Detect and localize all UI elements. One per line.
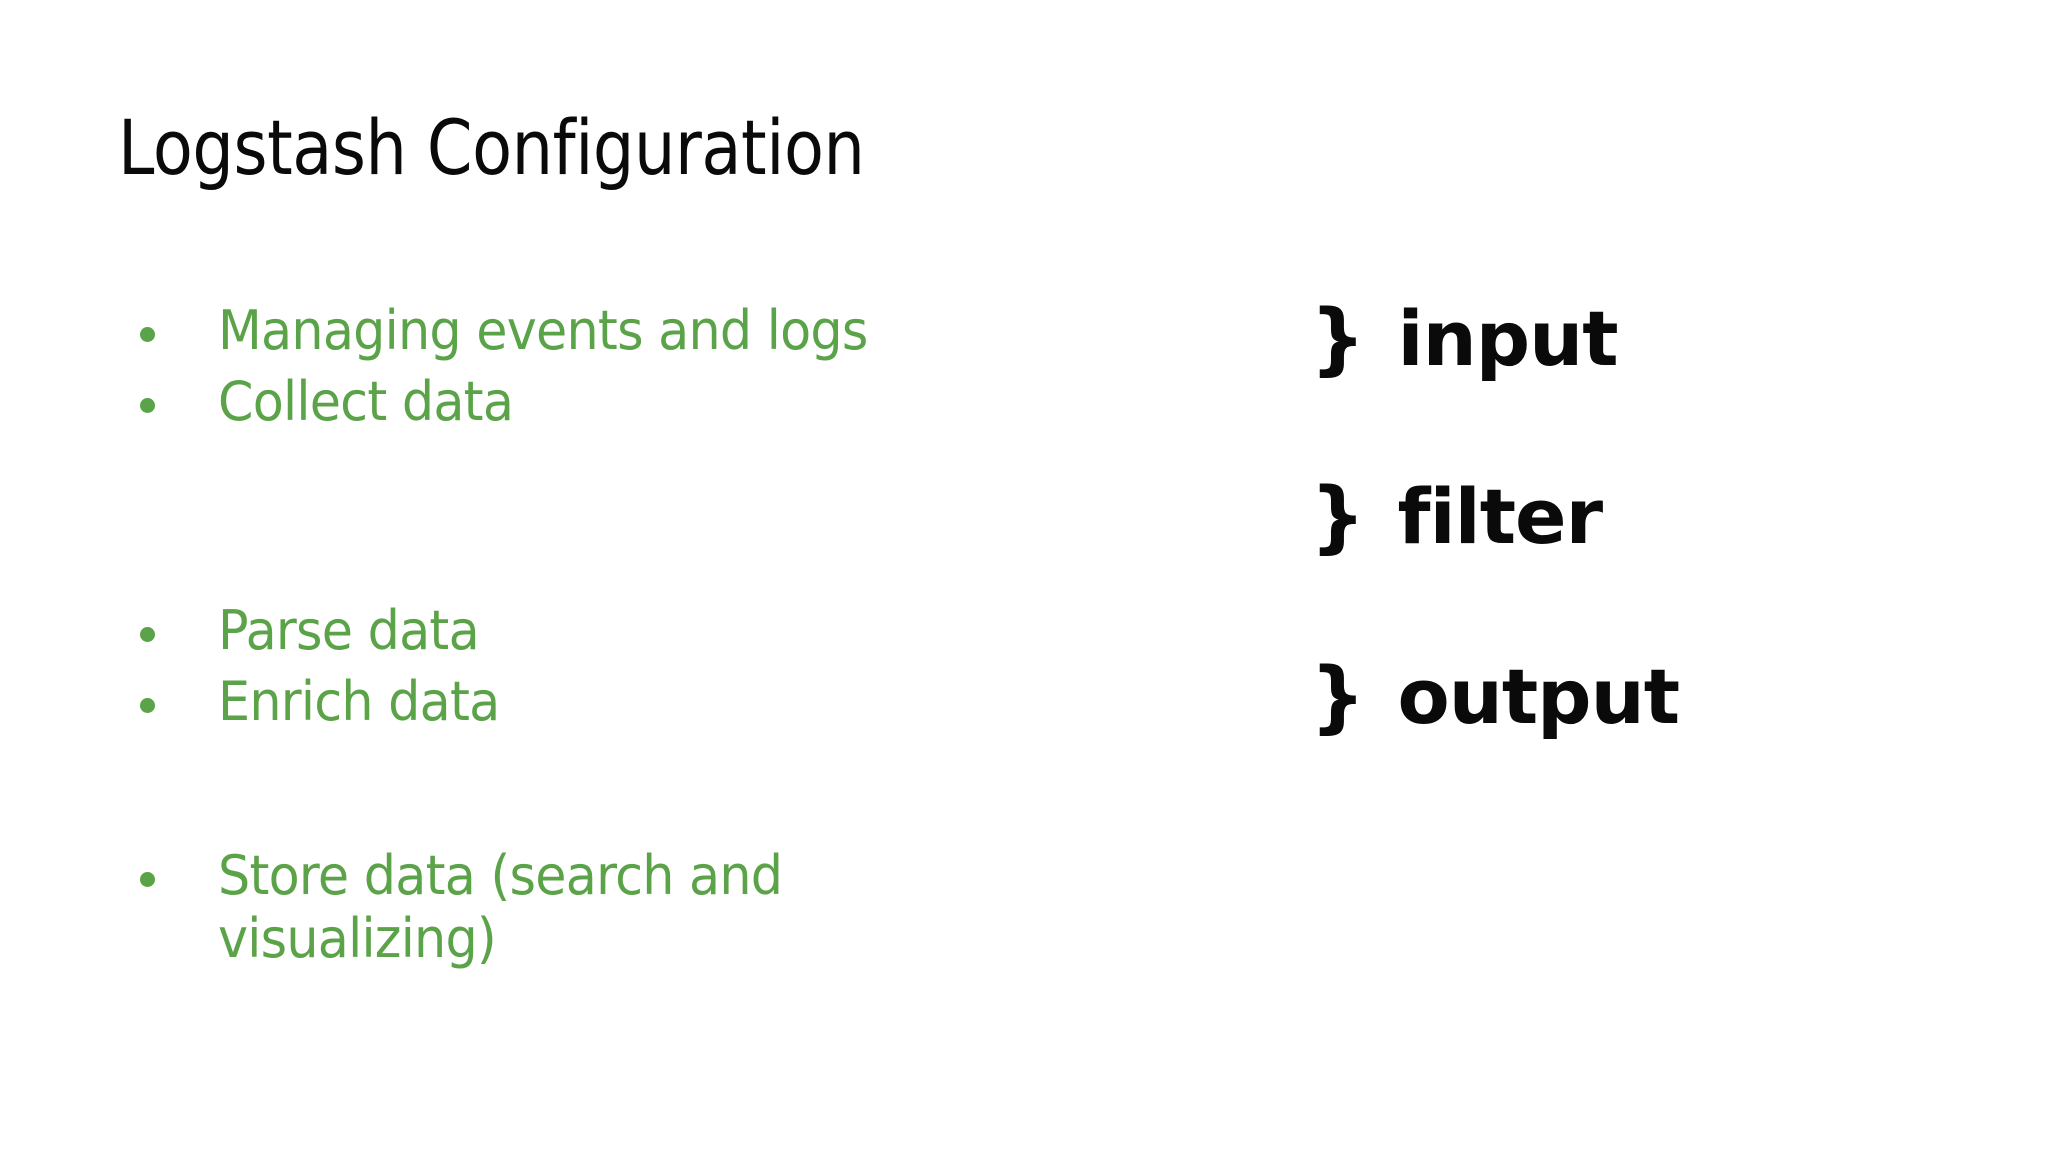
bullet-group-filter: Parse data Enrich data [140, 599, 1020, 741]
list-item-label: Collect data [218, 369, 514, 433]
brace-label-output: } output [1310, 652, 1680, 742]
brace-label-text: filter [1397, 472, 1604, 561]
close-brace-icon: } [1310, 294, 1366, 384]
brace-label-column: } input } filter } output [1290, 0, 2048, 1152]
list-item[interactable]: Parse data [140, 599, 1020, 663]
list-item[interactable]: Store data (search and visualizing) [140, 844, 1020, 970]
close-brace-icon: } [1310, 652, 1366, 742]
list-item-label: Parse data [218, 599, 480, 662]
list-item-label: Store data (search and visualizing) [218, 844, 783, 970]
bullet-dot-icon [140, 327, 155, 342]
close-brace-icon: } [1310, 472, 1366, 562]
bullet-group-output: Store data (search and visualizing) [140, 844, 1020, 978]
page-title: Logstash Configuration [118, 103, 865, 192]
brace-label-filter: } filter [1310, 472, 1604, 562]
bullet-dot-icon [140, 697, 155, 713]
brace-label-input: } input [1310, 294, 1619, 384]
bullet-column: Managing events and logs Collect data Pa… [140, 299, 1020, 978]
list-item[interactable]: Managing events and logs [140, 299, 1020, 363]
brace-label-text: output [1397, 652, 1680, 741]
brace-label-text: input [1397, 294, 1619, 383]
bullet-group-input: Managing events and logs Collect data [140, 299, 1020, 441]
bullet-dot-icon [140, 872, 155, 887]
bullet-dot-icon [140, 397, 155, 413]
list-item[interactable]: Enrich data [140, 669, 1020, 734]
list-item-label: Enrich data [218, 669, 500, 733]
bullet-dot-icon [140, 627, 155, 642]
list-item-label: Managing events and logs [218, 299, 868, 362]
list-item[interactable]: Collect data [140, 369, 1020, 434]
